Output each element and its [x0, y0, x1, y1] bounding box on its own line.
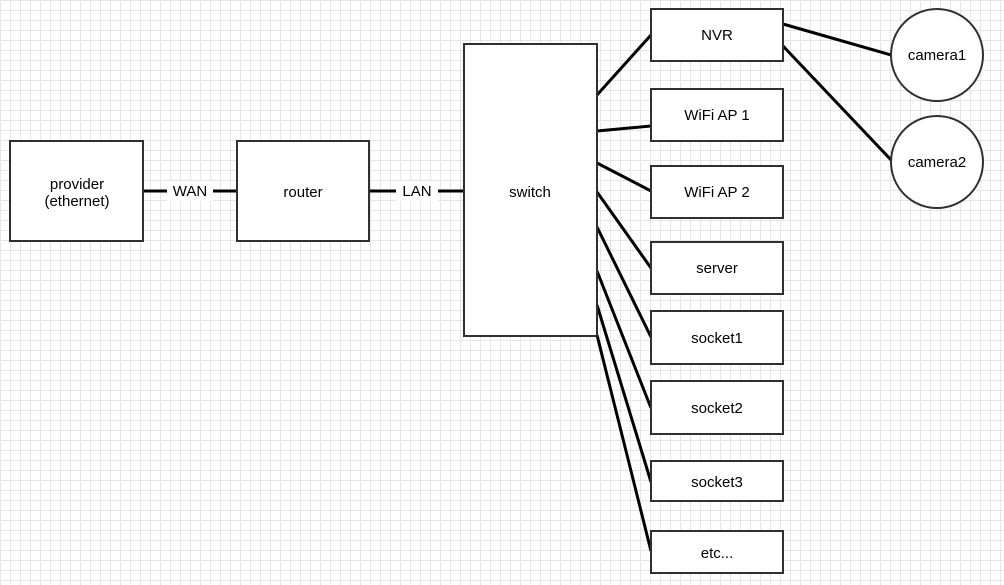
- provider-label-line2: (ethernet): [44, 193, 109, 210]
- provider-label-line1: provider: [50, 176, 104, 193]
- etc-node[interactable]: etc...: [650, 530, 784, 574]
- server-node[interactable]: server: [650, 241, 784, 295]
- switch-label: switch: [509, 184, 551, 201]
- etc-label: etc...: [701, 545, 734, 562]
- edge-wan: WAN: [143, 181, 237, 201]
- socket2-label: socket2: [691, 400, 743, 417]
- router-node[interactable]: router: [236, 140, 370, 242]
- socket1-label: socket1: [691, 330, 743, 347]
- socket1-node[interactable]: socket1: [650, 310, 784, 365]
- edge-switch-etc: [595, 334, 653, 552]
- router-label: router: [283, 184, 322, 201]
- lan-label: LAN: [402, 183, 431, 200]
- wifi-ap-2-node[interactable]: WiFi AP 2: [650, 165, 784, 219]
- edge-nvr-camera1: [782, 22, 892, 57]
- wifi-ap-2-label: WiFi AP 2: [684, 184, 750, 201]
- switch-node[interactable]: switch: [463, 43, 598, 337]
- wan-label: WAN: [173, 183, 207, 200]
- camera2-label: camera2: [908, 154, 966, 171]
- edge-switch-server: [595, 191, 653, 269]
- server-label: server: [696, 260, 738, 277]
- wifi-ap-1-node[interactable]: WiFi AP 1: [650, 88, 784, 142]
- socket3-label: socket3: [691, 474, 743, 491]
- edge-switch-socket1: [595, 226, 653, 338]
- nvr-label: NVR: [701, 27, 733, 44]
- wifi-ap-1-label: WiFi AP 1: [684, 107, 750, 124]
- camera1-node[interactable]: camera1: [890, 8, 984, 102]
- socket2-node[interactable]: socket2: [650, 380, 784, 435]
- provider-node[interactable]: provider (ethernet): [9, 140, 144, 242]
- edge-lan: LAN: [369, 181, 464, 201]
- edge-switch-nvr: [595, 33, 653, 97]
- edge-switch-socket3: [595, 304, 653, 483]
- edge-nvr-camera2: [781, 44, 895, 164]
- socket3-node[interactable]: socket3: [650, 460, 784, 502]
- nvr-node[interactable]: NVR: [650, 8, 784, 62]
- edge-switch-socket2: [595, 270, 653, 409]
- edge-switch-wifi-ap-1: [596, 124, 652, 133]
- camera1-label: camera1: [908, 47, 966, 64]
- camera2-node[interactable]: camera2: [890, 115, 984, 209]
- edge-switch-wifi-ap-2: [596, 161, 652, 193]
